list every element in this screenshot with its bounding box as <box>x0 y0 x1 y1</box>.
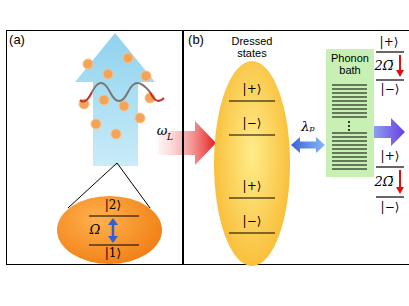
coupling-label: λₚ <box>301 120 314 134</box>
state-label: |−⟩ <box>381 83 400 96</box>
state-label: |−⟩ <box>243 215 262 228</box>
splitting-label: 2Ω̄ <box>374 59 393 73</box>
coupling-arrow <box>291 137 325 153</box>
state-label: |+⟩ <box>380 36 399 49</box>
state-label: |−⟩ <box>381 201 400 214</box>
atom-ellipse: |2⟩ Ω |1⟩ <box>57 196 162 264</box>
state-label: |+⟩ <box>243 83 262 96</box>
wave-end <box>150 92 164 101</box>
symbol: ω <box>157 124 168 138</box>
panel-label: (a) <box>9 33 25 47</box>
panel-label: (b) <box>188 33 204 47</box>
phonon-bath: Phonon bath <box>326 49 374 177</box>
wave <box>92 83 150 101</box>
wave-end <box>80 92 92 102</box>
output-arrow <box>374 118 405 146</box>
dressed-ellipse: Dressed states|+⟩|−⟩|+⟩|−⟩ <box>214 61 290 266</box>
state-label: |−⟩ <box>243 117 262 130</box>
decay-arrows <box>396 55 404 194</box>
panel: (a) |2⟩ Ω |1⟩ <box>6 30 183 265</box>
laser-beam <box>75 33 155 166</box>
heading: Phonon bath <box>327 52 373 76</box>
heading: Dressed states <box>226 35 278 59</box>
atoms <box>79 53 155 139</box>
subscript: L <box>167 133 173 143</box>
state-label: |+⟩ <box>243 180 262 193</box>
state-label: |2⟩ <box>105 199 121 212</box>
splitting-label: 2Ω̄ <box>374 175 393 189</box>
state-label: |1⟩ <box>105 247 121 260</box>
state-label: |+⟩ <box>381 150 400 163</box>
rabi-label: Ω <box>90 223 101 237</box>
